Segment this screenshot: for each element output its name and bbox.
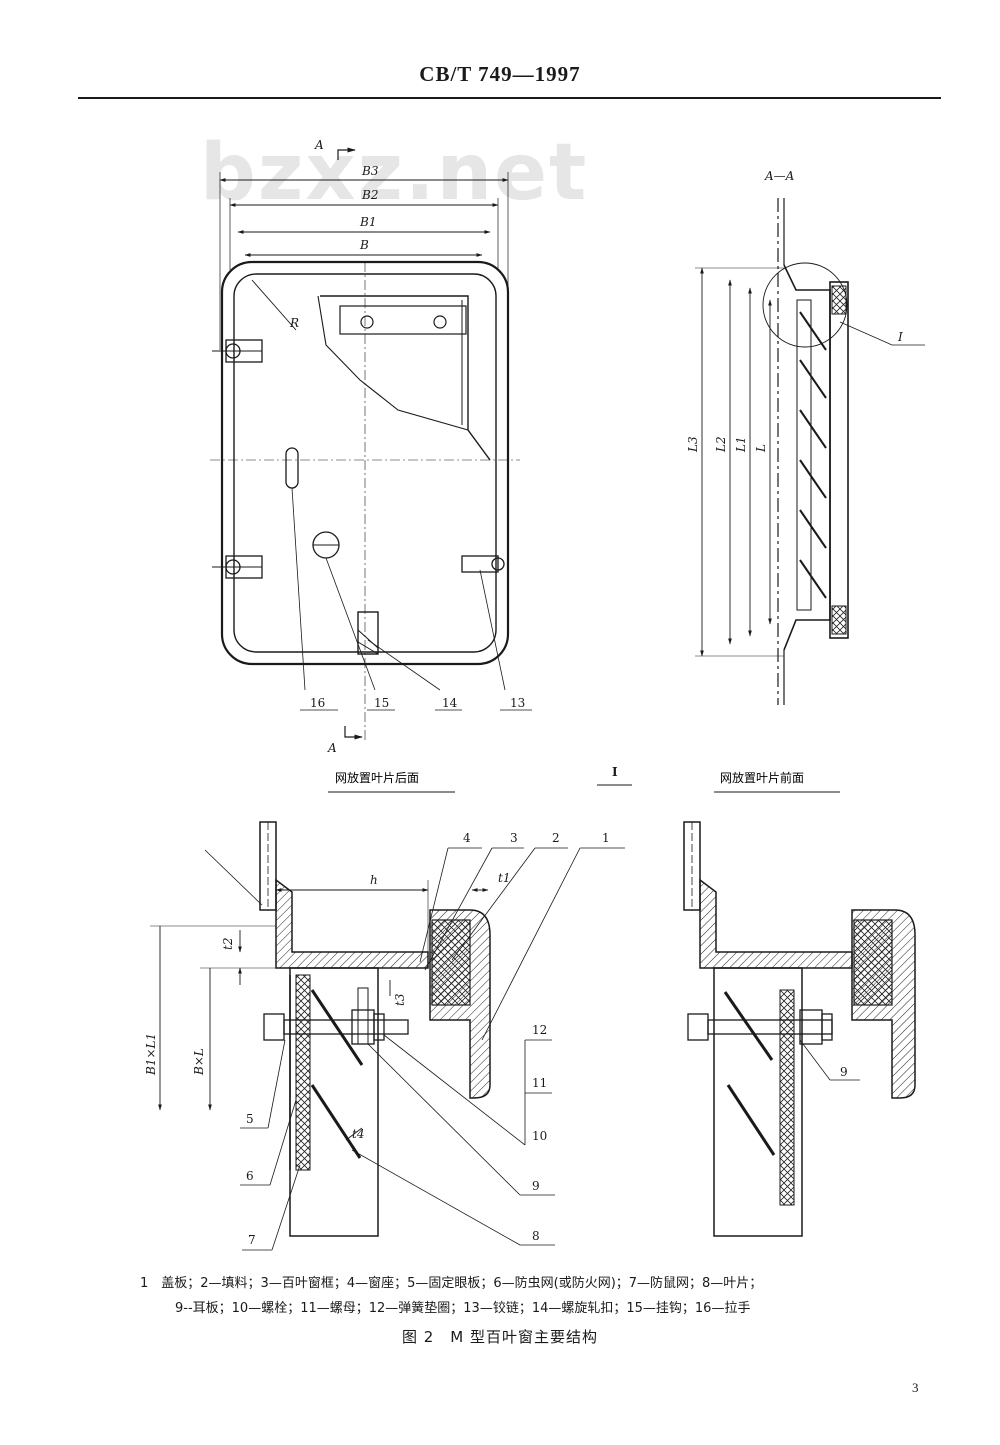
callout-2: 2 <box>552 831 560 845</box>
section-aa-title: A—A <box>764 169 795 183</box>
dim-t1: t1 <box>498 871 510 885</box>
callout-4: 4 <box>463 831 471 845</box>
figure-caption: 图 2 M 型百叶窗主要结构 <box>401 1328 599 1346</box>
title-front-detail: 网放置叶片前面 <box>720 770 804 785</box>
section-mark-bottom: A <box>327 741 337 755</box>
legend-line-1: 1 盖板；2—填料；3—百叶窗框；4—窗座；5—固定眼板；6—防虫网(或防火网)… <box>140 1276 763 1291</box>
dim-radius: R <box>289 316 299 330</box>
page-number: 3 <box>912 1380 919 1395</box>
dim-b1: B1 <box>359 215 376 229</box>
dim-l3: L3 <box>686 436 700 453</box>
callout-11: 11 <box>532 1076 547 1090</box>
front-detail-view: 9 <box>683 821 916 1237</box>
title-center-detail: I <box>612 765 618 779</box>
callout-16: 16 <box>310 696 325 710</box>
callout-8: 8 <box>532 1229 540 1243</box>
detail-mark: I <box>897 330 903 344</box>
dim-t2: t2 <box>221 938 235 950</box>
header-rule <box>78 97 941 99</box>
dim-h: h <box>370 873 378 887</box>
dim-t4: t4 <box>352 1127 364 1141</box>
dim-b1l1: B1×L1 <box>144 1033 158 1076</box>
dim-b: B <box>359 238 369 252</box>
callout-6: 6 <box>246 1169 254 1183</box>
callout-14: 14 <box>442 696 458 710</box>
callout-10: 10 <box>532 1129 547 1143</box>
legend-line-2: 9--耳板；10—螺栓；11—螺母；12—弹簧垫圈；13—铰链；14—螺旋轧扣；… <box>175 1301 751 1316</box>
dim-l: L <box>754 444 768 453</box>
callout-9-front: 9 <box>840 1065 848 1079</box>
dim-l1: L1 <box>734 436 748 453</box>
section-mark-top: A <box>314 138 324 152</box>
watermark: bzxz.net <box>200 128 589 218</box>
dim-b3: B3 <box>361 164 379 178</box>
dim-l2: L2 <box>714 436 728 453</box>
title-rear-detail: 网放置叶片后面 <box>335 770 419 785</box>
rear-detail-view: 围壁 h t1 t2 <box>144 821 625 1251</box>
wall-label: 围壁 <box>162 834 186 849</box>
standard-header: CB/T 749—1997 <box>419 62 581 86</box>
dim-bl: B×L <box>192 1048 206 1076</box>
dim-t3: t3 <box>393 993 407 1006</box>
dim-b2: B2 <box>361 188 378 202</box>
section-aa-view: A—A I L3 L2 L1 L <box>686 169 925 705</box>
callout-7: 7 <box>248 1233 256 1247</box>
callout-12: 12 <box>532 1023 547 1037</box>
callout-13: 13 <box>510 696 525 710</box>
callout-5: 5 <box>246 1112 254 1126</box>
callout-15: 15 <box>374 696 389 710</box>
front-view: A B3 B2 B1 B R <box>210 138 532 755</box>
callout-3: 3 <box>510 831 518 845</box>
callout-9: 9 <box>532 1179 540 1193</box>
callout-1: 1 <box>602 831 610 845</box>
